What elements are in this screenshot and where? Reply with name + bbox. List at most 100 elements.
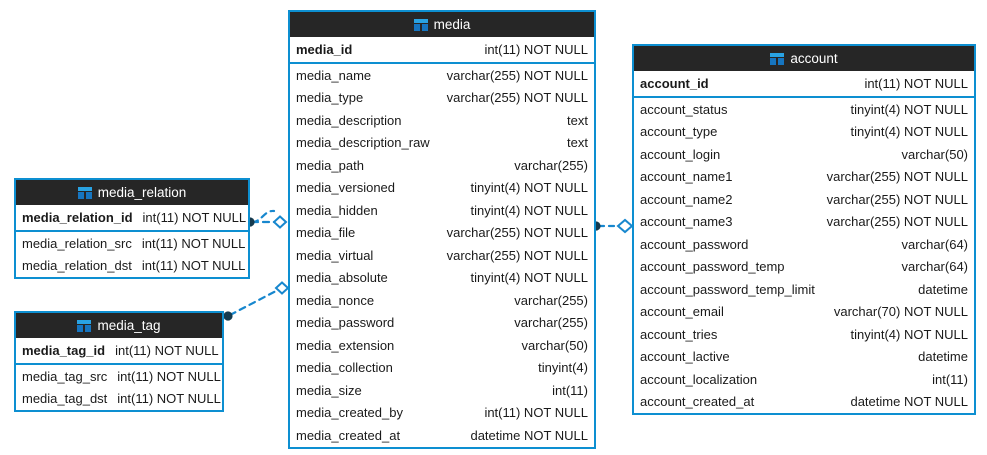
field-name: account_created_at [640, 394, 755, 410]
entity-media-tag-header[interactable]: media_tag [16, 313, 222, 338]
field-name: account_password [640, 236, 749, 252]
field-type: int(11) NOT NULL [142, 210, 247, 225]
field-name: media_path [296, 157, 364, 173]
field-type: varchar(70) NOT NULL [833, 304, 968, 320]
field-name: account_name1 [640, 169, 733, 185]
field-row[interactable]: account_name3 varchar(255) NOT NULL [634, 211, 974, 234]
field-row[interactable]: account_password varchar(64) [634, 233, 974, 256]
field-row[interactable]: media_description text [290, 109, 594, 132]
field-name: media_tag_src [22, 368, 108, 384]
field-type: text [567, 112, 588, 128]
field-row-pk[interactable]: media_id int(11) NOT NULL [290, 37, 594, 62]
field-name: account_id [640, 76, 709, 91]
field-row[interactable]: account_created_at datetime NOT NULL [634, 391, 974, 414]
field-name: media_extension [296, 337, 395, 353]
field-name: media_versioned [296, 180, 396, 196]
field-type: int(11) NOT NULL [117, 391, 221, 407]
field-type: int(11) NOT NULL [141, 258, 246, 274]
field-name: media_hidden [296, 202, 378, 218]
field-type: varchar(50) [901, 146, 968, 162]
field-name: account_localization [640, 371, 758, 387]
field-row[interactable]: media_virtual varchar(255) NOT NULL [290, 244, 594, 267]
entity-media-pk-section: media_id int(11) NOT NULL [290, 37, 594, 64]
field-type: varchar(64) [901, 236, 968, 252]
field-type: varchar(255) NOT NULL [446, 67, 588, 83]
field-row-pk[interactable]: media_tag_id int(11) NOT NULL [16, 338, 222, 363]
connector-dot [223, 311, 233, 321]
field-name: account_lactive [640, 349, 730, 365]
entity-account-title: account [790, 51, 838, 66]
field-type: int(11) NOT NULL [484, 405, 588, 421]
field-row[interactable]: media_extension varchar(50) [290, 334, 594, 357]
field-row[interactable]: media_tag_src int(11) NOT NULL [16, 365, 222, 388]
field-name: media_created_at [296, 427, 401, 443]
field-name: media_tag_dst [22, 391, 108, 407]
entity-account[interactable]: account account_id int(11) NOT NULL acco… [632, 44, 976, 415]
entity-media-relation-header[interactable]: media_relation [16, 180, 248, 205]
field-type: varchar(255) NOT NULL [446, 225, 588, 241]
field-type: datetime [918, 349, 968, 365]
field-name: account_status [640, 101, 728, 117]
table-icon [77, 319, 92, 332]
connector-media-tag-to-media [223, 281, 290, 321]
field-name: media_description [296, 112, 402, 128]
field-type: varchar(255) [514, 292, 588, 308]
field-row[interactable]: media_tag_dst int(11) NOT NULL [16, 388, 222, 411]
entity-account-header[interactable]: account [634, 46, 974, 71]
field-row[interactable]: media_hidden tinyint(4) NOT NULL [290, 199, 594, 222]
field-name: media_absolute [296, 270, 388, 286]
field-row-pk[interactable]: account_id int(11) NOT NULL [634, 71, 974, 96]
field-type: datetime [918, 281, 968, 297]
field-name: account_name3 [640, 214, 733, 230]
field-type: varchar(255) NOT NULL [826, 214, 968, 230]
field-type: varchar(64) [901, 259, 968, 275]
connector-diamond [616, 218, 634, 234]
entity-media-relation[interactable]: media_relation media_relation_id int(11)… [14, 178, 250, 279]
table-icon [413, 18, 428, 31]
field-row[interactable]: media_created_by int(11) NOT NULL [290, 402, 594, 425]
field-type: varchar(255) NOT NULL [446, 247, 588, 263]
field-row-pk[interactable]: media_relation_id int(11) NOT NULL [16, 205, 248, 230]
field-name: media_virtual [296, 247, 374, 263]
field-name: media_password [296, 315, 395, 331]
field-row[interactable]: account_password_temp_limit datetime [634, 278, 974, 301]
field-type: int(11) NOT NULL [484, 42, 588, 57]
field-type: datetime NOT NULL [850, 394, 968, 410]
field-name: media_created_by [296, 405, 403, 421]
connector-diamond [272, 215, 288, 229]
field-row[interactable]: account_lactive datetime [634, 346, 974, 369]
entity-media[interactable]: media media_id int(11) NOT NULL media_na… [288, 10, 596, 449]
field-type: int(11) NOT NULL [117, 368, 221, 384]
field-type: int(11) [552, 382, 588, 398]
field-name: account_password_temp_limit [640, 281, 815, 297]
field-type: varchar(50) [521, 337, 588, 353]
entity-media-header[interactable]: media [290, 12, 594, 37]
field-name: media_tag_id [22, 343, 106, 358]
entity-media-tag[interactable]: media_tag media_tag_id int(11) NOT NULL … [14, 311, 224, 412]
field-type: tinyint(4) NOT NULL [470, 202, 588, 218]
